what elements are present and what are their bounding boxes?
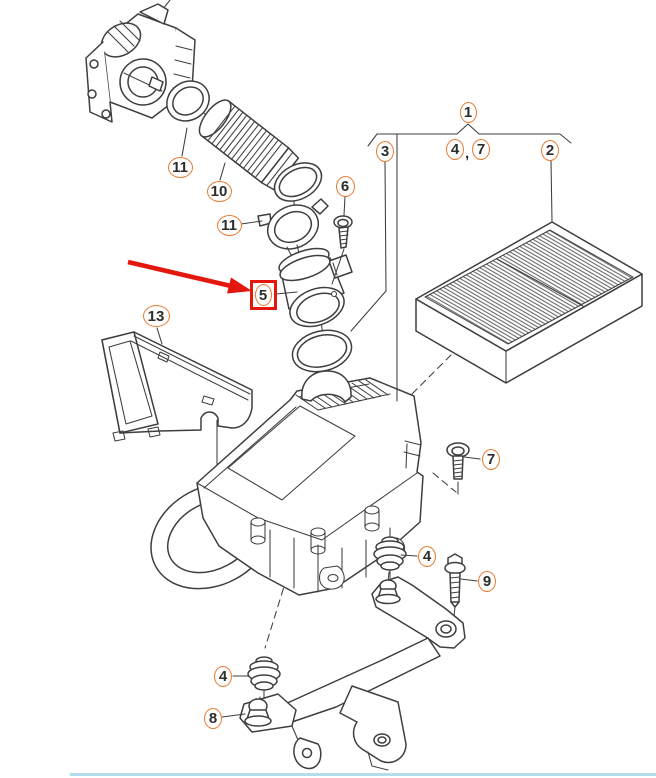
- callout-2[interactable]: 2: [541, 139, 559, 161]
- callout-4-top[interactable]: 4: [446, 138, 464, 160]
- hose-clamp-lower-drawing: [257, 198, 329, 256]
- table-separator-line: [70, 773, 656, 776]
- screw-7-drawing: [446, 442, 470, 480]
- rubber-mount-right-drawing: [373, 536, 407, 605]
- selected-part-highlight[interactable]: 5: [249, 280, 277, 310]
- air-filter-element-drawing: [415, 221, 643, 384]
- callout-10[interactable]: 10: [206, 180, 232, 202]
- callout-5[interactable]: 5: [254, 284, 272, 306]
- rubber-mount-left-drawing: [244, 656, 281, 727]
- air-duct-drawing: [101, 331, 253, 442]
- callout-13[interactable]: 13: [142, 305, 170, 327]
- callout-11-upper[interactable]: 11: [167, 156, 193, 178]
- callout-11-lower[interactable]: 11: [216, 214, 242, 236]
- callout-9[interactable]: 9: [478, 570, 496, 592]
- oring-drawing: [291, 329, 353, 373]
- intake-hose-part5-drawing: [278, 247, 353, 328]
- callout-6[interactable]: 6: [335, 175, 355, 197]
- corrugated-hose-drawing: [198, 99, 323, 202]
- callout-1[interactable]: 1: [459, 101, 477, 123]
- callout-7-side[interactable]: 7: [482, 448, 500, 470]
- callout-7-top[interactable]: 7: [472, 138, 490, 160]
- bolt-9-drawing: [444, 553, 466, 608]
- callout-4-right[interactable]: 4: [418, 545, 436, 567]
- screw-6-drawing: [333, 215, 353, 249]
- callout-3[interactable]: 3: [376, 140, 394, 162]
- highlight-arrow: [127, 259, 252, 294]
- leader-lines: [156, 123, 572, 718]
- callout-8[interactable]: 8: [204, 707, 222, 729]
- callout-4-left[interactable]: 4: [214, 665, 232, 687]
